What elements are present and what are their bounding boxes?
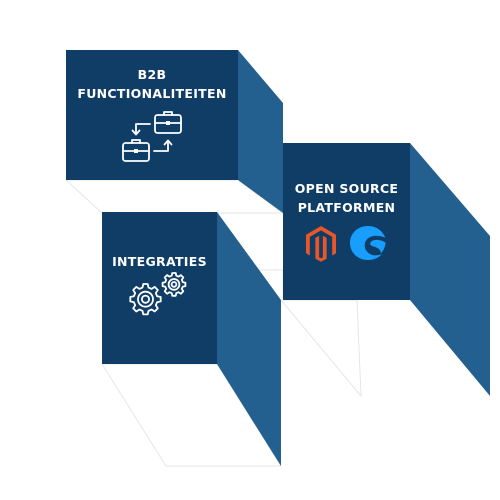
open-source-card: OPEN SOURCE PLATFORMEN	[283, 143, 410, 300]
small-gear-icon	[161, 272, 187, 297]
b2b-card-side-panel	[238, 50, 283, 213]
b2b-card: B2B FUNCTIONALITEITEN	[66, 50, 238, 180]
open-source-card-side-panel	[410, 143, 490, 396]
b2b-title-line1: B2B	[137, 67, 167, 82]
shopware-logo-icon	[350, 226, 386, 260]
side-panels	[217, 50, 490, 466]
b2b-title-line2: FUNCTIONALITEITEN	[77, 86, 227, 101]
open-source-title-line1: OPEN SOURCE	[294, 181, 399, 196]
open-source-card-title: OPEN SOURCE PLATFORMEN	[283, 179, 410, 217]
gears-icon	[129, 272, 187, 316]
open-source-title-line2: PLATFORMEN	[297, 200, 396, 215]
integraties-card: INTEGRATIES	[102, 212, 217, 364]
large-gear-icon	[129, 283, 162, 316]
b2b-card-title: B2B FUNCTIONALITEITEN	[66, 65, 238, 103]
integraties-card-title: INTEGRATIES	[112, 254, 207, 269]
briefcase-swap-icon	[122, 111, 182, 162]
integraties-card-side-panel	[217, 212, 281, 466]
magento-logo-icon	[306, 226, 336, 262]
